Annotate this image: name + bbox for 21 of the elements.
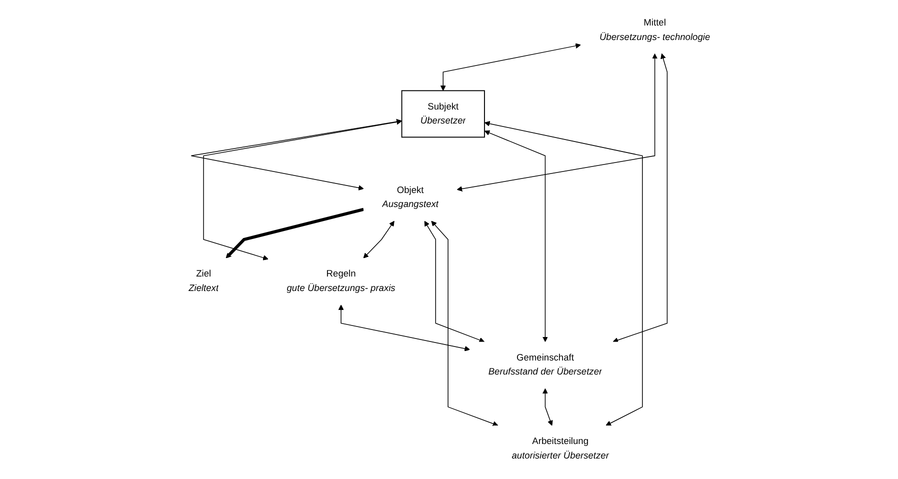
arrow <box>542 388 552 426</box>
arrow <box>612 53 668 343</box>
arrow <box>484 121 642 426</box>
arrow <box>424 220 484 343</box>
node-text: Mittel Übersetzungs- technologie <box>599 18 710 42</box>
node-text: Regeln gute Übersetzungs- praxis <box>286 268 395 294</box>
node-text: Gemeinschaft Berufsstand der Übersetzer <box>488 352 602 377</box>
arrow <box>456 53 658 192</box>
arrow <box>430 220 498 426</box>
node-text: Objekt Ausgangstext <box>382 184 438 210</box>
arrow <box>202 119 402 260</box>
arrow <box>190 118 402 190</box>
diagram: Mittel Übersetzungs- technologie Subjekt Übersetzer Objekt Ausgangstext Ziel Zieltext Regeln gute Übersetzungs- praxis Gemeinschaft Berufsstand der Übersetzer Arbeitsteilung autorisierter Übersetzer <box>164 2 734 477</box>
arrow <box>484 130 548 342</box>
arrow <box>440 43 581 91</box>
node-text: Arbeitsteilung autorisierter Übersetzer <box>511 436 609 461</box>
arrow <box>225 208 364 258</box>
arrow <box>338 304 470 352</box>
node-text: Ziel Zieltext <box>188 268 218 294</box>
arrow <box>362 220 394 258</box>
node-box <box>400 90 485 138</box>
